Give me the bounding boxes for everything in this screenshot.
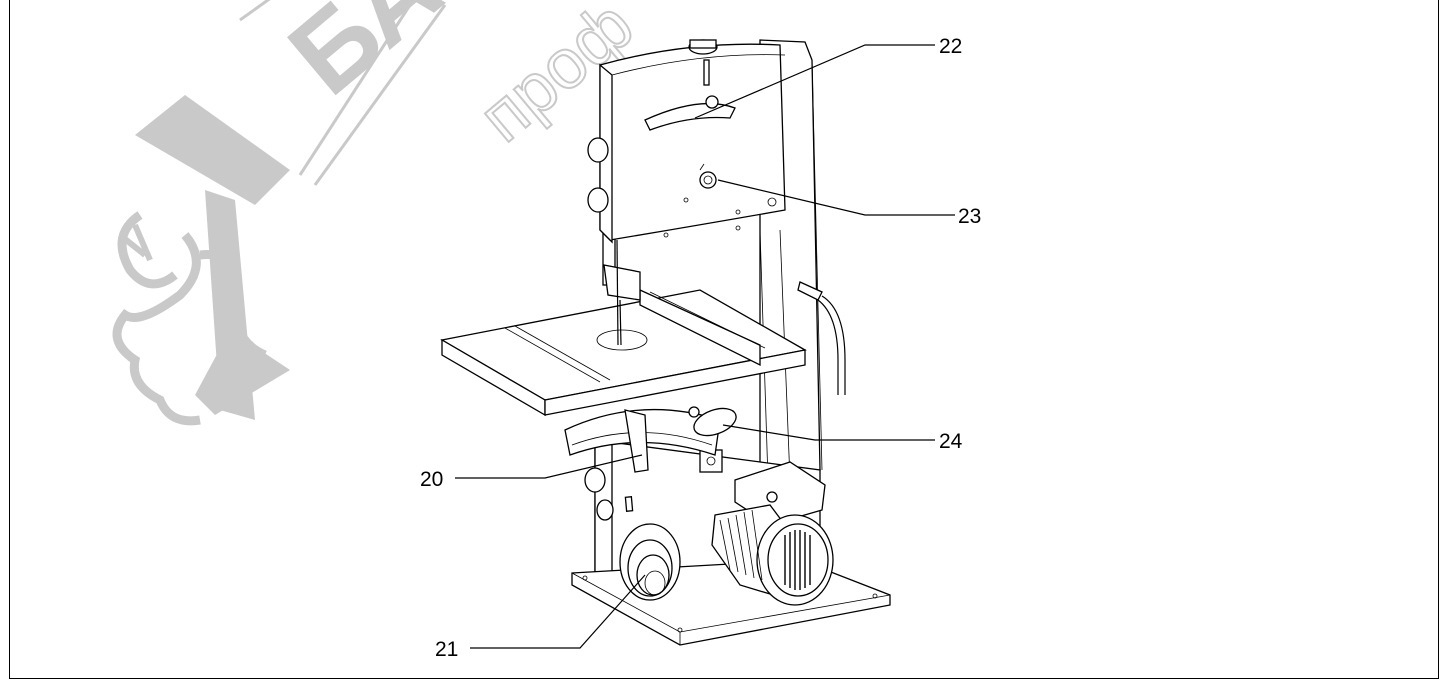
leader-line-20 xyxy=(455,454,643,479)
upper-wheel-cover xyxy=(599,39,786,244)
leader-line-22 xyxy=(694,44,935,119)
callout-24: 24 xyxy=(939,430,963,453)
thumbs-up-hammer-icon xyxy=(112,95,290,426)
motor xyxy=(711,461,834,606)
side-knobs xyxy=(584,137,614,521)
callout-labels: 22 23 24 20 21 xyxy=(420,35,981,661)
dust-extraction-port xyxy=(619,523,681,601)
saw-blade xyxy=(619,299,622,346)
leader-line-23 xyxy=(717,179,955,216)
figure-frame xyxy=(9,0,1439,679)
leader-line-21 xyxy=(470,574,646,649)
callout-21: 21 xyxy=(435,638,458,661)
callout-20: 20 xyxy=(420,468,443,491)
watermark-text: БА проф xyxy=(239,0,648,186)
power-cable xyxy=(797,281,846,395)
leader-lines xyxy=(455,44,955,649)
callout-22: 22 xyxy=(939,35,962,58)
callout-23: 23 xyxy=(958,205,981,228)
saw-table xyxy=(440,288,807,417)
switch-block xyxy=(699,449,723,473)
leader-line-24 xyxy=(722,424,935,441)
table-tilt-mechanism xyxy=(564,406,737,473)
